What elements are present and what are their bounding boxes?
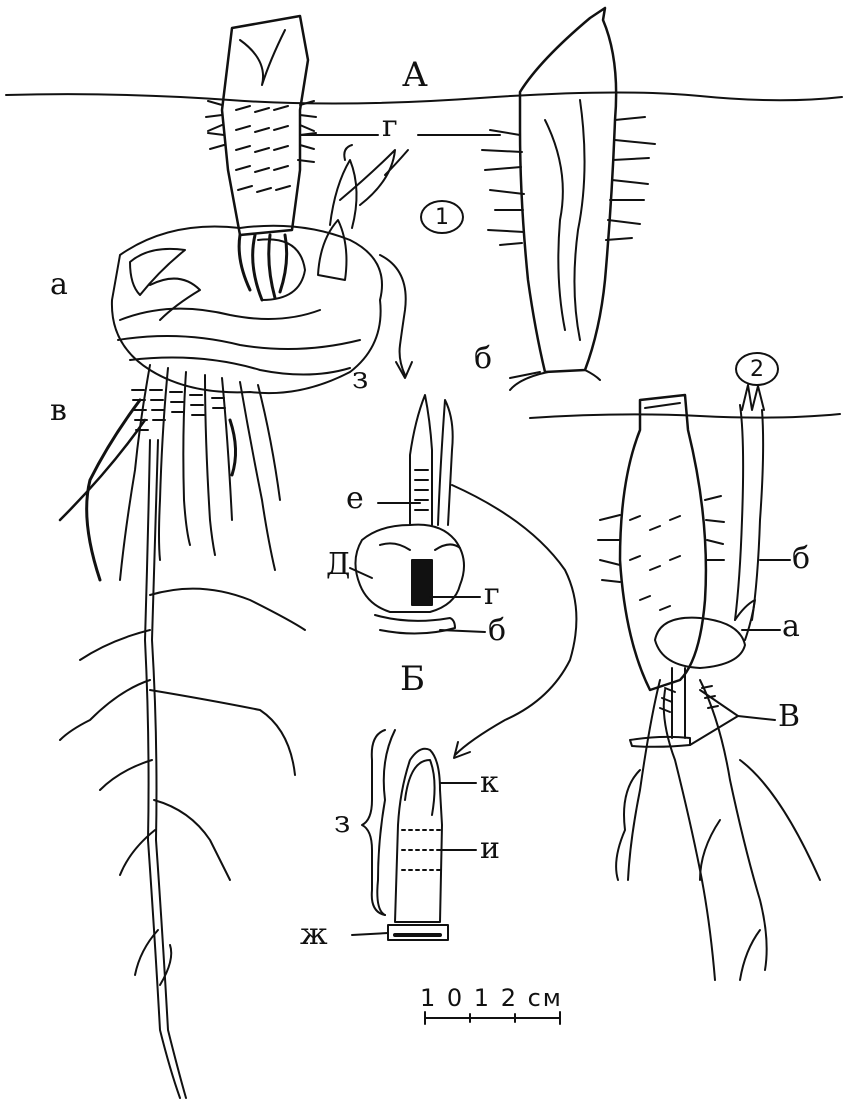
label-i: и [480,834,500,864]
arrow-curve-lower [452,485,576,755]
leader-v-right-2 [700,690,738,716]
leader-v-right-3 [690,716,738,745]
arrow-curve-upper [380,255,406,375]
label-g-top-1: г [382,112,398,142]
plant-left-contractile-roots [60,365,280,580]
leader-b-mid [440,630,485,632]
label-v-left: в [50,396,67,426]
leader-d [350,568,372,578]
label-z-upper: з [352,364,368,394]
leader-v-right-1 [738,716,775,720]
scale-label: 1 0 1 2 см [420,984,563,1012]
label-z-lower: з [334,808,350,838]
label-k: к [480,768,499,798]
scale-bar [425,1012,560,1024]
label-d: Д [326,550,350,580]
label-e: е [346,484,364,514]
label-g-mid: г [484,580,500,610]
marker-1-text: 1 [435,205,449,230]
soil-line-right [530,414,840,418]
label-b-right: б [792,544,810,574]
marker-circle-1: 1 [420,200,464,234]
label-b-section-a: б [474,344,492,374]
label-a-left: а [50,270,68,300]
marker-circle-2: 2 [735,352,779,386]
label-A: А [402,58,428,92]
label-a-right: а [782,612,800,642]
leader-g-bud [385,150,408,175]
section-a-stem-cut [482,8,655,390]
plant-left-stem [206,16,316,300]
plant-right [598,385,820,980]
label-B-section: Б [400,662,425,696]
label-v-right: В [778,702,800,732]
renewal-bud-detail [377,730,448,940]
label-zh: ж [300,920,328,950]
leader-zh [352,933,388,935]
marker-2-text: 2 [750,357,764,382]
label-b-mid: б [488,616,506,646]
